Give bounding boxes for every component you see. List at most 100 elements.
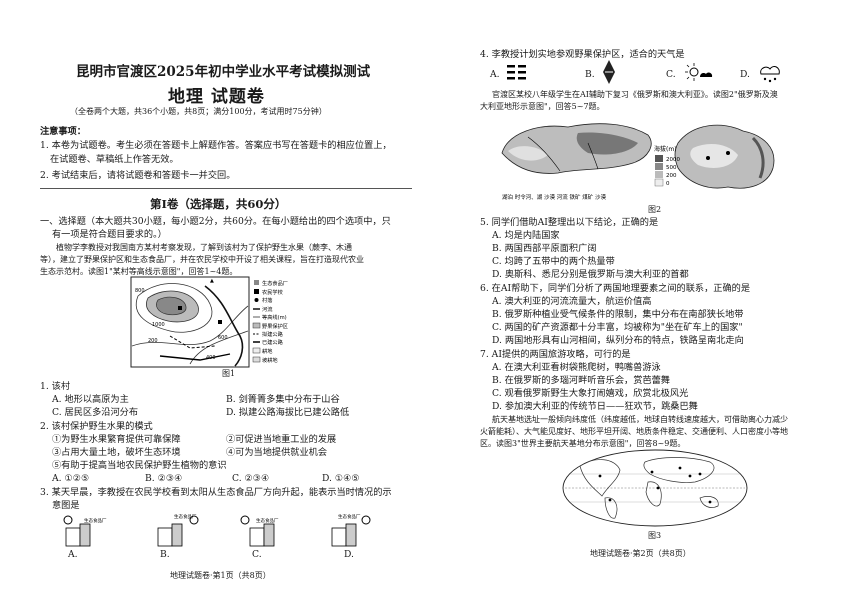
elevation-legend-title: 海拔(m) <box>654 145 677 153</box>
svg-text:▲: ▲ <box>210 278 214 284</box>
q2-statement-4: ④可为当地提供就业机会 <box>226 447 328 458</box>
legend-contour: 等高线(m) <box>262 313 287 321</box>
section-title: 第Ⅰ卷（选择题，共60分） <box>150 197 287 211</box>
q1-option-c: C. 居民区多沿河分布 <box>52 407 139 418</box>
q5-option-b: B. 两国西部平原面积广阔 <box>492 243 597 254</box>
figure-3-world-map <box>560 448 750 528</box>
contour-label-800: 800 <box>135 288 145 294</box>
q3-diagram-a: 生态食品厂 <box>63 515 107 547</box>
q2-stem: 2. 该村保护野生水果的模式 <box>40 421 153 432</box>
q5-option-a: A. 均是内陆国家 <box>492 230 560 241</box>
q1-option-b: B. 剑箐箐多集中分布于山谷 <box>226 394 340 405</box>
exam-title: 昆明市官渡区2025年初中学业水平考试模拟测试 <box>76 64 371 80</box>
q2-statement-5: ⑤有助于提高当地农民保护野生植物的意识 <box>52 460 227 471</box>
q3-diagram-c: 生态食品厂 <box>240 515 279 547</box>
figure-1-contour-map: 200 400 600 800 1000 ▲ 生态食品厂 农民学校 村落 河流 … <box>130 276 335 368</box>
q3-stem-a: 3. 某天早晨，李教授在农民学校看到太阳从生态食品厂方向升起，能表示当时情况的示 <box>40 487 392 498</box>
q1-option-d: D. 拟建公路海拔比已建公路低 <box>226 407 350 418</box>
q6-option-b: B. 俄罗斯种植业受气候条件的限制，集中分布在南部狭长地带 <box>492 309 744 320</box>
q2-option-a: A. ①②⑤ <box>52 473 90 484</box>
legend-reserve: 野果保护区 <box>262 322 288 330</box>
elev-label-2000: 2000 <box>666 157 680 163</box>
legend-village: 村落 <box>262 296 273 304</box>
legend-slope-land: 坡耕地 <box>262 356 278 364</box>
q2-statement-1: ①为野生水果繁育提供可靠保障 <box>52 434 181 445</box>
q1-option-a: A. 地形以高原为主 <box>52 394 129 405</box>
legend-food-factory: 生态食品厂 <box>262 279 288 287</box>
elevation-legend: 海拔(m) 2000 500 200 0 <box>654 145 680 187</box>
q8-passage-c: 区。读图3"世界主要航天基地分布示意图"，回答8~9题。 <box>480 439 686 448</box>
q4-passage-b: 大利亚地形示意图"，回答5~7题。 <box>480 102 605 111</box>
q7-stem: 7. AI提供的两国旅游攻略，可行的是 <box>480 349 631 360</box>
q6-stem: 6. 在AI帮助下，同学们分析了两国地理要素之间的联系，正确的是 <box>480 283 751 294</box>
q3-diagram-b: 生态食品厂 <box>157 513 199 547</box>
q3-diagram-d: 生态食品厂 <box>331 513 371 547</box>
contour-label-200: 200 <box>148 338 158 344</box>
q4-option-c: C. <box>666 69 676 80</box>
notice-2: 2. 考试结束后，请将试题卷和答题卡一并交回。 <box>40 170 236 181</box>
passage-line-c: 生态示范村。读图1"某村等高线示意图"，回答1~4题。 <box>40 267 238 276</box>
q2-statement-2: ②可促进当地重工业的发展 <box>226 434 337 445</box>
q3-building-label-a: 生态食品厂 <box>84 517 107 524</box>
q4-passage-a: 官渡区某校八年级学生在AI辅助下复习《俄罗斯和澳大利亚》。读图2"俄罗斯及澳 <box>492 90 778 99</box>
passage-line-b: 等），建立了野果保护区和生态食品厂，并在农民学校中开设了相关课程，旨在打造现代农… <box>40 255 364 264</box>
section-intro-b: 有一项是符合题目要求的。） <box>52 229 167 240</box>
figure-3-caption: 图3 <box>648 531 662 540</box>
australia-map <box>674 124 775 189</box>
q6-option-a: A. 澳大利亚的河流流量大，航运价值高 <box>492 296 652 307</box>
fog-icon <box>506 63 528 85</box>
figure-2-caption: 图2 <box>648 205 662 214</box>
q3-label-c: C. <box>252 549 262 560</box>
exam-info: （全卷两个大题，共36个小题，共8页；满分100分，考试用时75分钟） <box>70 107 327 116</box>
passage-line-a: 植物学李教授对我国南方某村考察发现，了解到该村为了保护野生水果（蕨李、木通 <box>56 243 352 252</box>
exam-subtitle: 地理 试题卷 <box>168 87 265 107</box>
page-left: 昆明市官渡区2025年初中学业水平考试模拟测试 地理 试题卷 （全卷两个大题，共… <box>40 64 412 580</box>
q3-label-d: D. <box>344 549 354 560</box>
divider <box>40 188 412 189</box>
elev-label-0: 0 <box>666 181 670 187</box>
figure-2-terrain-maps: 海拔(m) 2000 500 200 0 湖泊 时令河、湖 沙漠 河流 铁矿 煤… <box>498 113 798 203</box>
legend-school: 农民学校 <box>262 288 283 296</box>
russia-map <box>501 123 652 174</box>
q7-option-b: B. 在俄罗斯的多瑙河畔听音乐会，赏芭蕾舞 <box>492 375 670 386</box>
page-right: 4. 李教授计划实地参观野果保护区，适合的天气是 A. B. C. D. <box>430 0 860 595</box>
q1-stem: 1. 该村 <box>40 381 71 392</box>
q6-option-c: C. 两国的矿产资源都十分丰富，均被称为"坐在矿车上的国家" <box>492 322 743 333</box>
q4-stem: 4. 李教授计划实地参观野果保护区，适合的天气是 <box>480 49 685 60</box>
q4-option-d: D. <box>740 69 750 80</box>
q4-option-a: A. <box>490 69 500 80</box>
legend-farmland: 耕地 <box>262 347 272 355</box>
q7-option-d: D. 参加澳大利亚的传统节日——狂欢节，跳桑巴舞 <box>492 401 698 412</box>
contour-label-1000: 1000 <box>152 322 165 328</box>
q5-stem: 5. 同学们借助AI整理出以下结论，正确的是 <box>480 217 659 228</box>
q3-label-b: B. <box>160 549 170 560</box>
q8-passage-b: 火箭能耗）、大气能见度好、地形平坦开阔、地质条件稳定、交通便利、人口密度小等地 <box>480 427 788 436</box>
q3-diagrams: 生态食品厂 生态食品厂 生态食品厂 生态食品厂 <box>60 512 390 548</box>
figure-1-caption: 图1 <box>222 369 236 378</box>
sunny-to-cloudy-icon <box>684 62 714 86</box>
q3-building-label-b: 生态食品厂 <box>174 513 197 520</box>
q8-passage-a: 航天基地选址一般倾向纬度低（纬度越低，地球自转线速度越大，可借助离心力减少 <box>492 415 788 424</box>
contour-label-600: 600 <box>218 335 228 341</box>
q3-label-a: A. <box>68 549 78 560</box>
q4-option-b: B. <box>585 69 595 80</box>
q3-building-label-d: 生态食品厂 <box>338 513 361 520</box>
page-footer-left: 地理试题卷·第1页（共8页） <box>170 571 271 580</box>
legend-river: 河流 <box>262 305 272 313</box>
q7-option-a: A. 在澳大利亚看树袋熊爬树，鸭嘴兽游泳 <box>492 362 661 373</box>
q5-option-c: C. 均跨了五带中的两个热量带 <box>492 256 615 267</box>
q2-option-d: D. ①④⑤ <box>322 473 360 484</box>
section-intro-a: 一、选择题（本大题共30小题，每小题2分，共60分。在每小题给出的四个选项中，只 <box>40 216 391 227</box>
q5-option-d: D. 奥斯科、悉尼分别是俄罗斯与澳大利亚的首都 <box>492 269 689 280</box>
sandstorm-icon <box>602 60 616 88</box>
q6-option-d: D. 两国地形具有山河相间，纵列分布的特点，铁路呈南北走向 <box>492 335 744 346</box>
contour-label-400: 400 <box>206 355 216 361</box>
q3-stem-b: 意图是 <box>52 500 80 511</box>
notice-1a: 1. 本卷为试题卷。考生必须在答题卡上解题作答。答案应书写在答题卡的相应位置上， <box>40 140 392 151</box>
elev-label-500: 500 <box>666 165 677 171</box>
notice-1b: 在试题卷、草稿纸上作答无效。 <box>50 154 179 165</box>
q7-option-c: C. 观看俄罗斯野生大象打闹嬉戏，欣赏北极风光 <box>492 388 689 399</box>
rain-cloud-icon <box>757 62 783 88</box>
q2-option-b: B. ②③④ <box>145 473 183 484</box>
elev-label-200: 200 <box>666 173 677 179</box>
